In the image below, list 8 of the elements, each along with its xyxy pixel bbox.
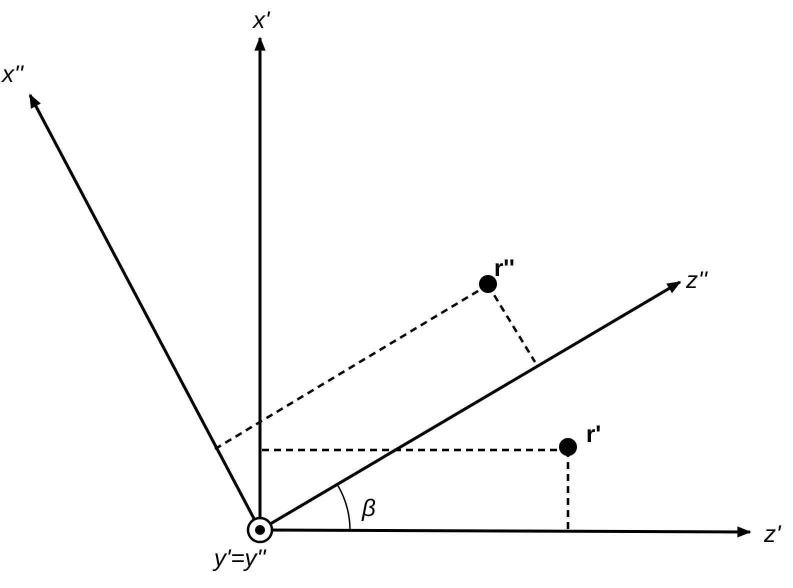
axis-label: z'' xyxy=(686,268,708,294)
axis-label: y'=y'' xyxy=(214,546,266,572)
axis-label: z' xyxy=(764,522,781,548)
axis-label: x' xyxy=(253,8,270,34)
point-label: r' xyxy=(586,422,602,448)
angle-label: β xyxy=(362,496,376,522)
axis-label: x'' xyxy=(2,62,24,88)
point-label: r'' xyxy=(494,256,515,282)
